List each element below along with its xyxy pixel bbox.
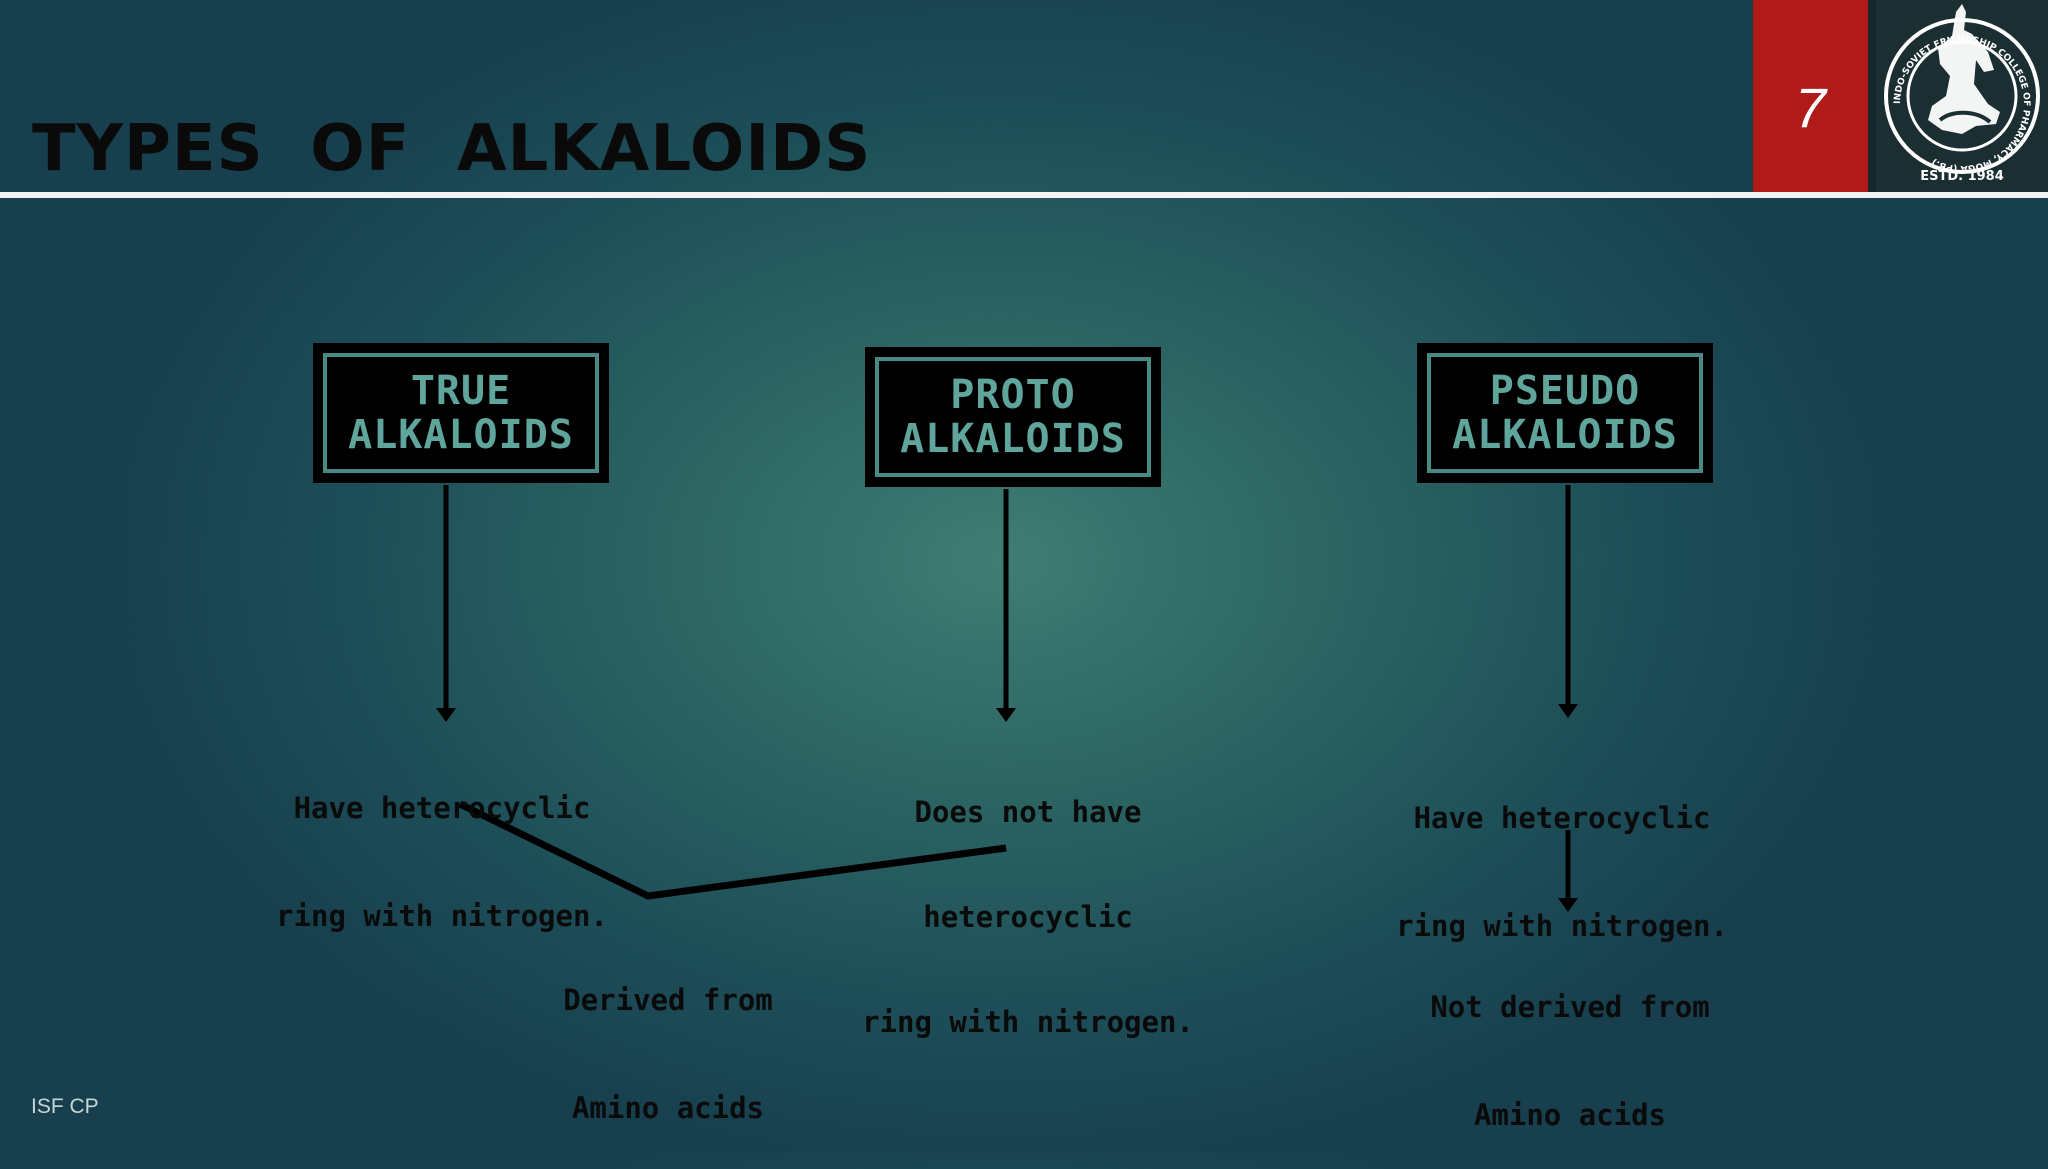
true-description-line: Have heterocyclic	[293, 791, 591, 825]
not-derived-line: Not derived from	[1430, 990, 1710, 1024]
derived-line: Amino acids	[571, 1091, 765, 1125]
pseudo-description: Have heterocyclic ring with nitrogen.	[1396, 728, 1728, 980]
true-box-line1: TRUE	[410, 368, 512, 414]
proto-box-line1: PROTO	[950, 372, 1076, 418]
proto-box-line2: ALKALOIDS	[900, 416, 1126, 462]
proto-description-line: ring with nitrogen.	[862, 1005, 1194, 1039]
college-logo: INDO-SOVIET FRIENDSHIP COLLEGE OF PHARMA…	[1868, 0, 2048, 192]
page-number: 7	[1794, 75, 1827, 139]
proto-description-line: Does not have	[914, 795, 1142, 829]
true-description-line: ring with nitrogen.	[276, 899, 608, 933]
college-seal-icon: INDO-SOVIET FRIENDSHIP COLLEGE OF PHARMA…	[1884, 4, 2040, 184]
slide-title: TYPES OF ALKALOIDS	[32, 112, 872, 186]
true-description: Have heterocyclic ring with nitrogen.	[276, 718, 608, 970]
pseudo-box-line1: PSEUDO	[1489, 368, 1641, 414]
page-number-box: 7	[1753, 0, 1868, 192]
not-derived-from-amino-acids: Not derived from Amino acids	[1430, 917, 1709, 1169]
pseudo-description-line: Have heterocyclic	[1413, 801, 1711, 835]
true-box-line2: ALKALOIDS	[348, 412, 574, 458]
pseudo-alkaloids-box: PSEUDO ALKALOIDS	[1417, 343, 1713, 483]
footer-text: ISF CP	[31, 1095, 99, 1118]
proto-description-line: heterocyclic	[923, 900, 1133, 934]
not-derived-line: Amino acids	[1473, 1098, 1667, 1132]
seal-established-text: ESTD. 1984	[1920, 169, 2004, 184]
derived-line: Derived from	[563, 983, 773, 1017]
title-divider	[0, 192, 2048, 198]
derived-join-line	[458, 800, 1007, 900]
true-arrowhead-icon	[436, 708, 456, 722]
proto-arrowhead-icon	[996, 708, 1016, 722]
pseudo-description-line: ring with nitrogen.	[1396, 909, 1728, 943]
derived-from-amino-acids: Derived from Amino acids	[563, 910, 773, 1162]
proto-description: Does not have heterocyclic ring with nit…	[862, 725, 1194, 1075]
proto-alkaloids-box: PROTO ALKALOIDS	[865, 347, 1161, 487]
pseudo-derivation-arrowhead-icon	[1558, 898, 1578, 912]
pseudo-box-line2: ALKALOIDS	[1452, 412, 1678, 458]
true-alkaloids-box: TRUE ALKALOIDS	[313, 343, 609, 483]
pseudo-arrowhead-icon	[1558, 704, 1578, 718]
